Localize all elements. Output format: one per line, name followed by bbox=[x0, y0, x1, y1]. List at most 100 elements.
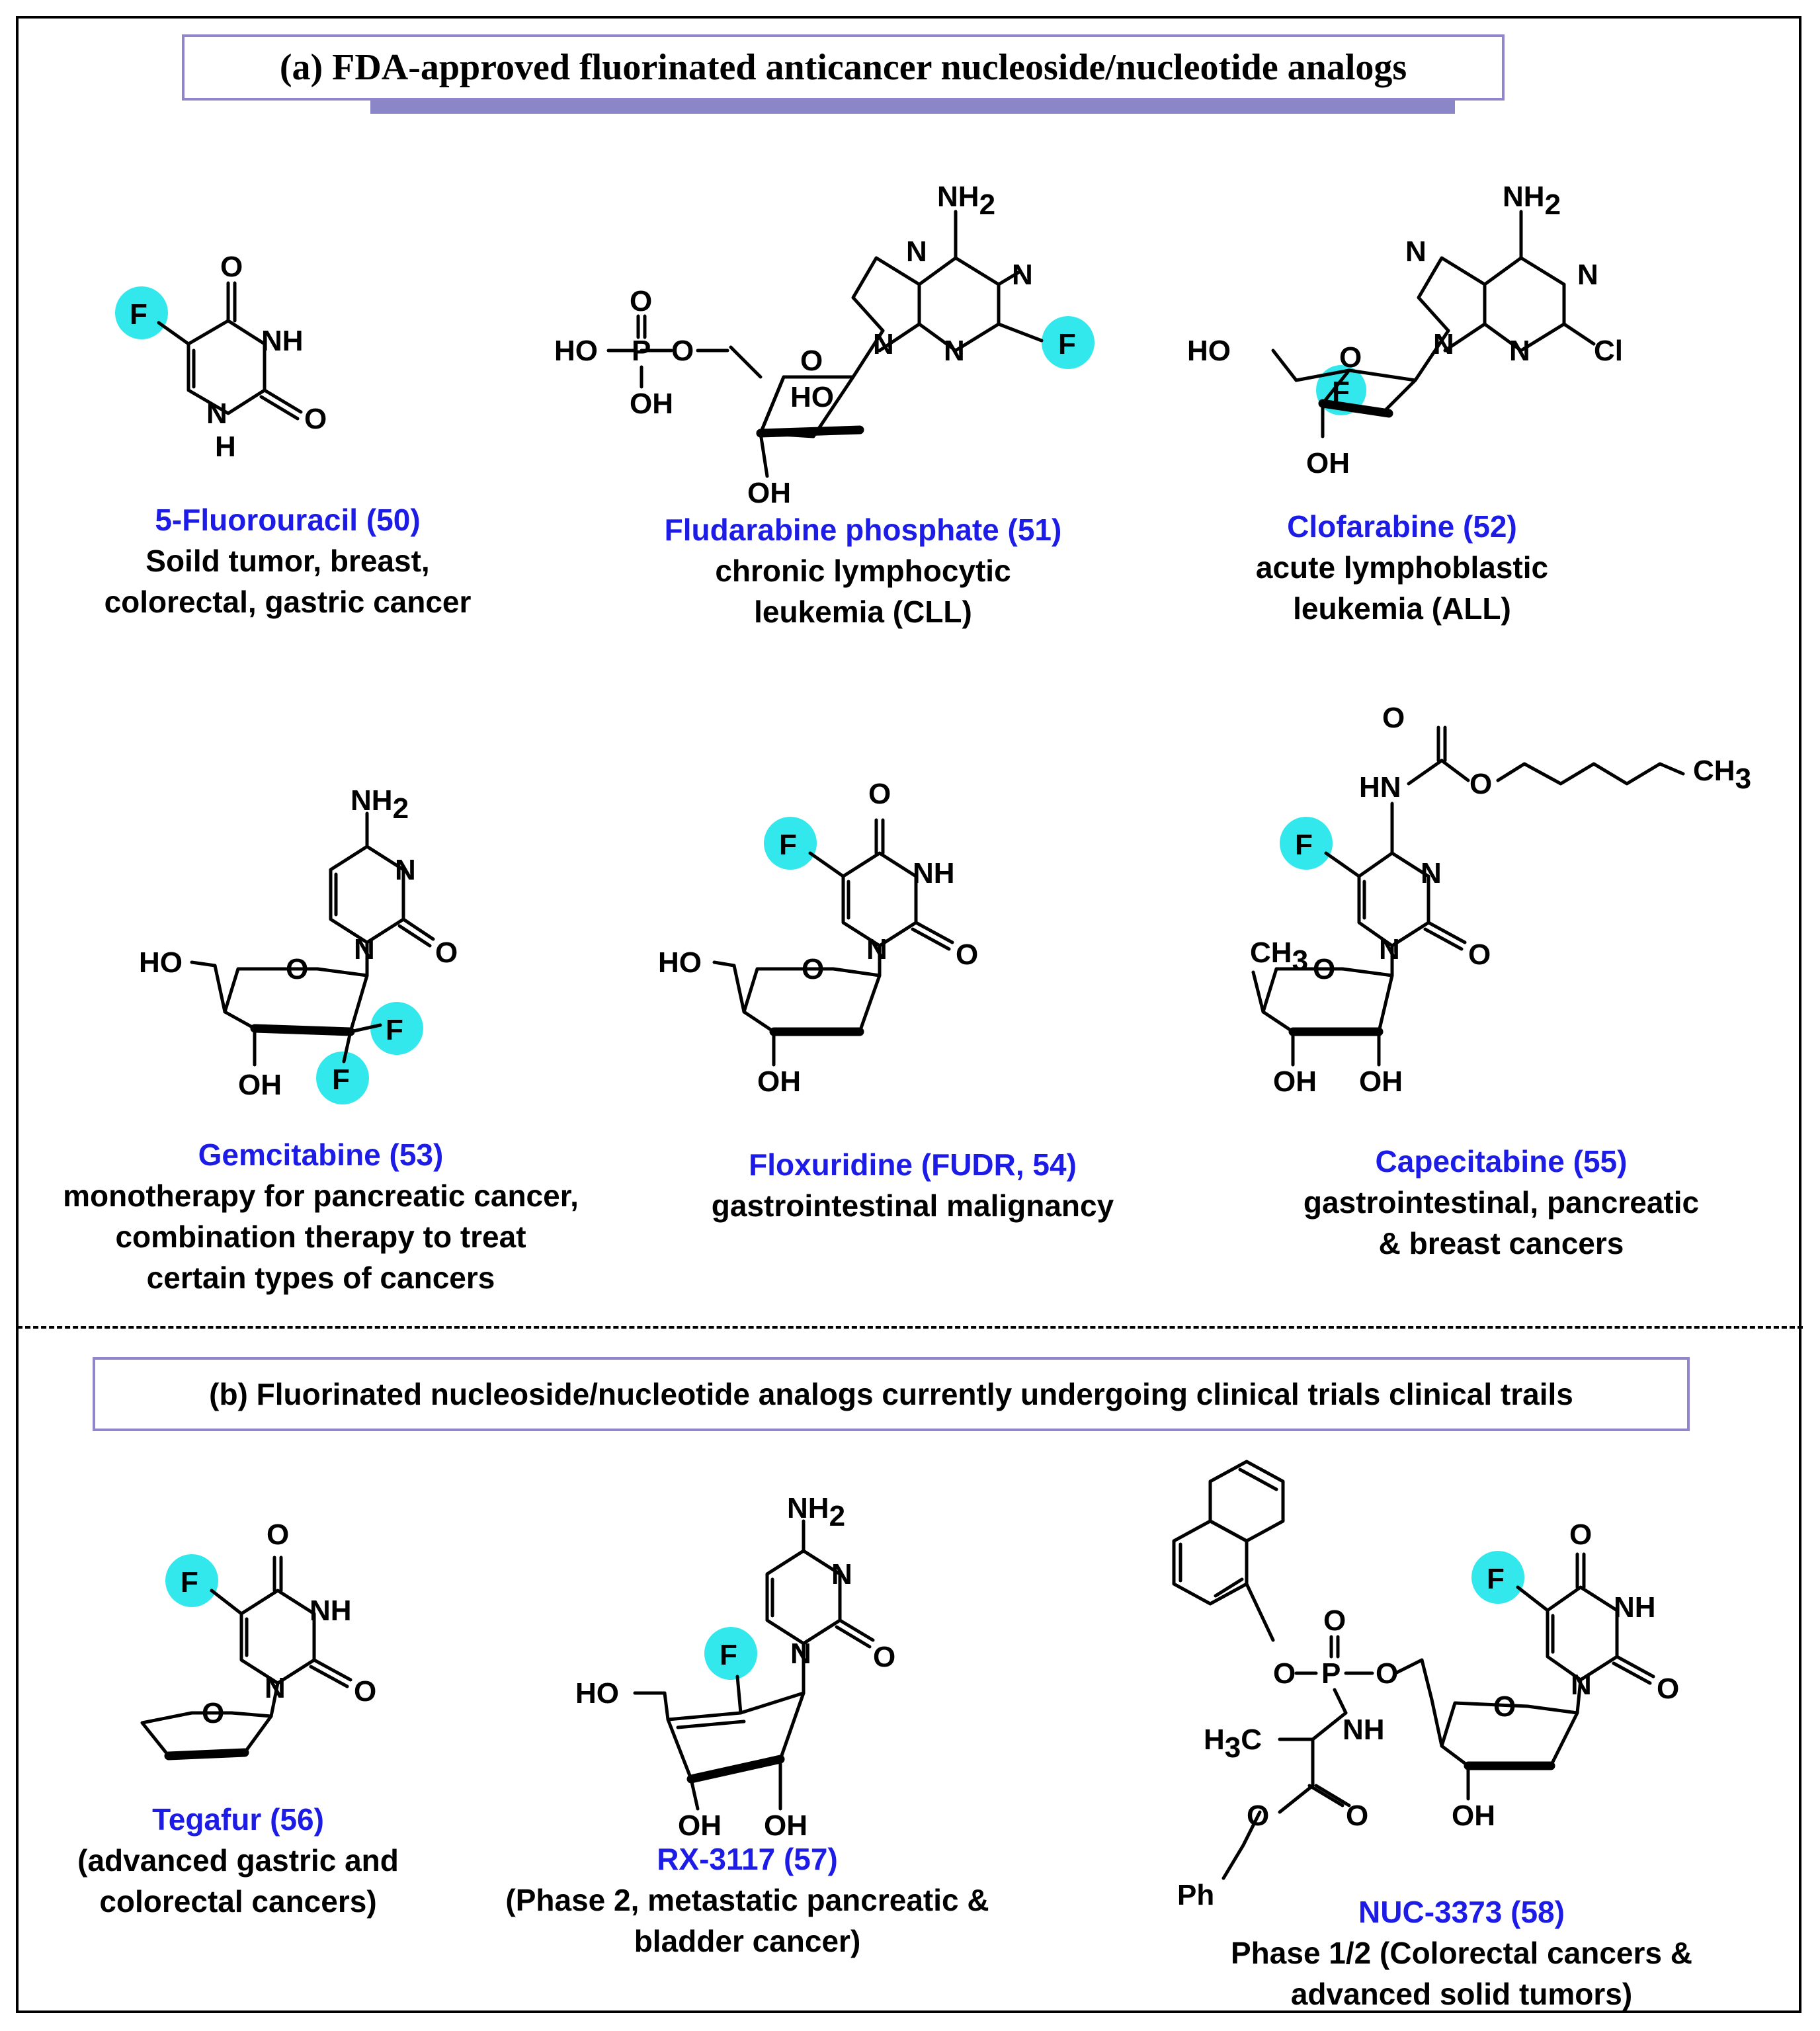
compound-name: RX-3117 (57) bbox=[657, 1842, 838, 1876]
atom-O: O bbox=[630, 285, 652, 317]
atom-F: F bbox=[1487, 1563, 1505, 1595]
fluorine-highlight bbox=[115, 286, 168, 339]
compound-name: Gemcitabine (53) bbox=[198, 1138, 444, 1172]
fluorine-highlight bbox=[370, 1002, 423, 1055]
atom-F: F bbox=[181, 1566, 198, 1598]
atom-OH: OH bbox=[630, 388, 673, 420]
atom-NH: NH bbox=[913, 857, 955, 890]
atom-O: O bbox=[1339, 341, 1362, 374]
atom-N: N bbox=[944, 335, 965, 367]
atom-NH2: NH2 bbox=[1503, 181, 1561, 221]
atom-Cl: Cl bbox=[1594, 335, 1623, 367]
atom-N: N bbox=[873, 328, 894, 360]
compound-name: Capecitabine (55) bbox=[1375, 1144, 1628, 1179]
atom-N: N bbox=[1405, 235, 1427, 268]
atom-CH3: CH3 bbox=[1250, 936, 1308, 977]
atom-F: F bbox=[1058, 328, 1076, 360]
structure-tegafur: O F NH O N O bbox=[140, 1518, 376, 1761]
atom-OH: OH bbox=[1452, 1800, 1495, 1832]
atom-HO: HO bbox=[658, 946, 702, 979]
atom-O: O bbox=[1247, 1800, 1269, 1832]
atom-O: O bbox=[202, 1697, 224, 1729]
structure-nuc-3373: O F NH O N O OH O P O O NH H3C O O Ph bbox=[1172, 1460, 1679, 1911]
caption-floxuridine: Floxuridine (FUDR, 54) gastrointestinal … bbox=[635, 1144, 1190, 1226]
compound-indication: chronic lymphocytic leukemia (CLL) bbox=[715, 554, 1011, 629]
atom-OH: OH bbox=[757, 1065, 801, 1098]
atom-N: N bbox=[1509, 335, 1530, 367]
atom-P: P bbox=[632, 335, 651, 367]
caption-5-fluorouracil: 5-Fluorouracil (50) Soild tumor, breast,… bbox=[20, 499, 556, 622]
atom-OH: OH bbox=[764, 1809, 807, 1842]
atom-O: O bbox=[1313, 953, 1335, 985]
fluorine-highlight bbox=[165, 1554, 218, 1607]
atom-O: O bbox=[304, 403, 327, 435]
structure-5-fluorouracil: F O NH O N H bbox=[115, 251, 327, 463]
caption-clofarabine: Clofarabine (52) acute lymphoblastic leu… bbox=[1151, 506, 1653, 629]
atom-F: F bbox=[332, 1063, 350, 1096]
structure-clofarabine: NH2 N N N N Cl O F HO OH bbox=[1187, 181, 1623, 479]
section-divider bbox=[17, 1326, 1803, 1329]
atom-O: O bbox=[286, 953, 308, 985]
atom-O: O bbox=[267, 1518, 289, 1551]
caption-rx-3117: RX-3117 (57) (Phase 2, metastatic pancre… bbox=[456, 1839, 1038, 1962]
atom-N: N bbox=[831, 1558, 852, 1591]
compound-name: NUC-3373 (58) bbox=[1358, 1895, 1565, 1929]
atom-OH: OH bbox=[747, 477, 791, 509]
atom-N: N bbox=[906, 235, 927, 268]
compound-indication: monotherapy for pancreatic cancer, combi… bbox=[63, 1179, 579, 1295]
atom-N: N bbox=[354, 933, 375, 966]
atom-NH: NH bbox=[261, 325, 304, 357]
atom-O: O bbox=[802, 953, 824, 985]
atom-O: O bbox=[868, 778, 891, 810]
structure-floxuridine: O F NH O N O HO OH bbox=[658, 778, 978, 1098]
fluorine-highlight bbox=[1042, 316, 1095, 369]
atom-N: N bbox=[1571, 1669, 1592, 1701]
caption-nuc-3373: NUC-3373 (58) Phase 1/2 (Colorectal canc… bbox=[1171, 1891, 1753, 2014]
caption-capecitabine: Capecitabine (55) gastrointestinal, panc… bbox=[1243, 1141, 1759, 1264]
atom-O: O bbox=[1382, 702, 1405, 734]
atom-N: N bbox=[866, 933, 888, 966]
fluorine-highlight bbox=[764, 817, 817, 870]
atom-O: O bbox=[435, 936, 458, 969]
atom-HO: HO bbox=[790, 381, 834, 413]
atom-N: N bbox=[265, 1672, 286, 1704]
atom-F: F bbox=[1332, 376, 1350, 408]
fluorine-highlight bbox=[316, 1052, 369, 1104]
compound-indication: Phase 1/2 (Colorectal cancers & advanced… bbox=[1231, 1936, 1692, 2011]
atom-OH: OH bbox=[1306, 447, 1350, 479]
compound-indication: gastrointestinal malignancy bbox=[711, 1188, 1114, 1223]
title-a-shadow bbox=[370, 98, 1455, 114]
atom-O: O bbox=[1468, 938, 1491, 971]
atom-F: F bbox=[1295, 829, 1313, 861]
atom-O: O bbox=[1273, 1657, 1296, 1690]
atom-O: O bbox=[354, 1675, 376, 1708]
atom-O: O bbox=[1323, 1604, 1346, 1637]
fluorine-highlight bbox=[704, 1627, 757, 1680]
section-a-title: (a) FDA-approved fluorinated anticancer … bbox=[182, 34, 1505, 101]
atom-F: F bbox=[386, 1014, 403, 1046]
compound-name: Clofarabine (52) bbox=[1287, 509, 1517, 544]
atom-F: F bbox=[779, 829, 797, 861]
atom-F: F bbox=[720, 1639, 737, 1671]
structure-gemcitabine: NH2 N N O O HO F F OH bbox=[139, 784, 458, 1104]
atom-NH: NH bbox=[310, 1595, 352, 1627]
atom-OH: OH bbox=[1273, 1065, 1317, 1098]
figure-frame bbox=[16, 16, 1801, 2013]
structure-capecitabine: O HN O CH3 F N O N O CH3 OH OH bbox=[1250, 702, 1751, 1098]
atom-N: N bbox=[206, 397, 227, 430]
section-b-title: (b) Fluorinated nucleoside/nucleotide an… bbox=[93, 1357, 1690, 1431]
atom-OH: OH bbox=[678, 1809, 722, 1842]
atom-O: O bbox=[1493, 1690, 1516, 1723]
atom-P: P bbox=[1321, 1657, 1341, 1690]
atom-NH2: NH2 bbox=[937, 181, 995, 221]
atom-N: N bbox=[1012, 259, 1033, 291]
compound-indication: (advanced gastric and colorectal cancers… bbox=[77, 1843, 399, 1919]
compound-name: Floxuridine (FUDR, 54) bbox=[749, 1147, 1077, 1182]
atom-CH3: CH3 bbox=[1693, 755, 1751, 795]
atom-NH: NH bbox=[1343, 1714, 1385, 1746]
atom-OH: OH bbox=[1359, 1065, 1403, 1098]
fluorine-highlight bbox=[1280, 817, 1333, 870]
atom-HO: HO bbox=[554, 335, 598, 367]
atom-OH: OH bbox=[238, 1069, 282, 1101]
